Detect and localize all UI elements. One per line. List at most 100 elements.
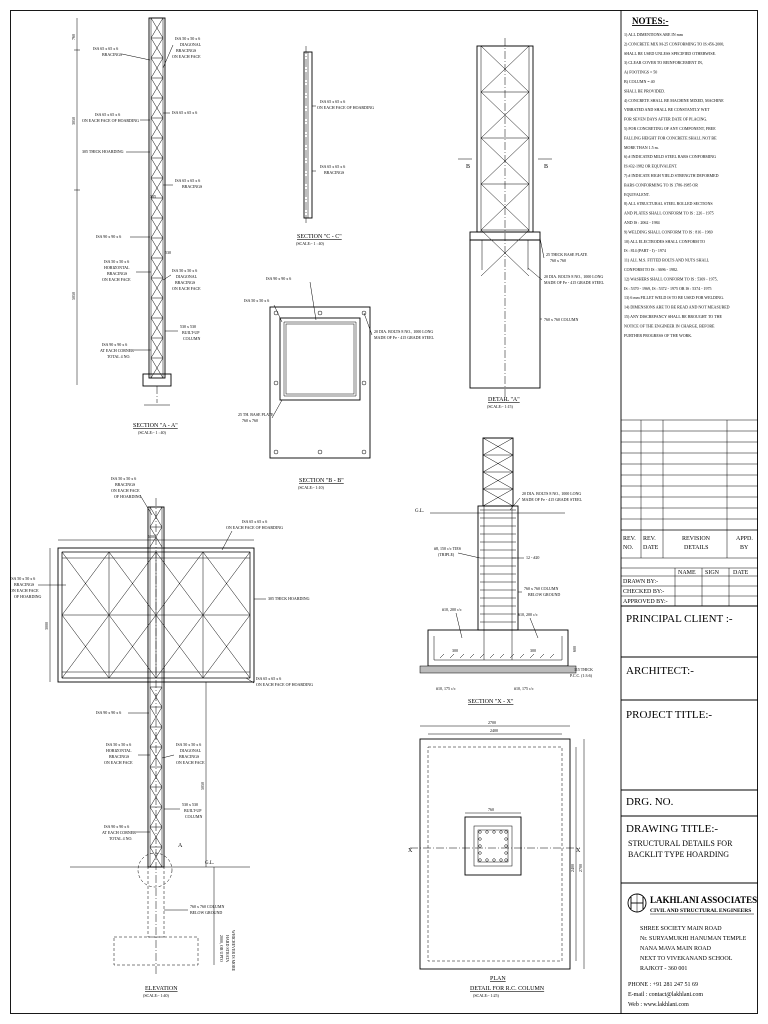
bolt-holes	[273, 310, 367, 455]
rev-date-header: REV.	[643, 536, 656, 542]
svg-text:X: X	[576, 848, 581, 854]
svg-text:ON EACH FACE OF HOARDING: ON EACH FACE OF HOARDING	[82, 118, 139, 123]
principal-client-label: PRINCIPAL CLIENT :-	[626, 613, 733, 625]
note-line: 14) DIMENSIONS ARE TO BE READ AND NOT ME…	[624, 305, 730, 310]
svg-text:115 THICK: 115 THICK	[574, 667, 593, 672]
svg-text:BELOW GROUND: BELOW GROUND	[190, 910, 222, 915]
note-line: 15) ANY DISCREPANCY SHALL BE BROUGHT TO …	[624, 314, 722, 319]
section-bb-scale: (SCALE:- 1:10)	[298, 485, 325, 490]
sign-header: SIGN	[705, 570, 720, 576]
svg-text:BRACINGS: BRACINGS	[176, 48, 196, 53]
note-line: IS:432-1982 OR EQUIVALENT.	[624, 164, 677, 169]
svg-text:HORIZONTAL: HORIZONTAL	[104, 265, 130, 270]
svg-text:B: B	[466, 164, 470, 170]
svg-text:MADE OF Fe - 415 GRADE STEEL: MADE OF Fe - 415 GRADE STEEL	[374, 335, 435, 340]
svg-text:760 x 760: 760 x 760	[242, 418, 258, 423]
svg-text:DATE: DATE	[643, 545, 659, 551]
drawing-canvas: NOTES:- 1) ALL DIMENTIONS ARE IN mm2) CO…	[10, 10, 758, 1014]
note-line: IS : 814 (PART - I) - 1974	[624, 248, 666, 253]
svg-text:ISA 50 x 50 x 6: ISA 50 x 50 x 6	[10, 576, 35, 581]
svg-text:A: A	[178, 843, 183, 849]
detail-a-title: DETAIL "A"	[488, 397, 520, 403]
section-cc-scale: (SCALE:- 1 : 40)	[296, 241, 325, 246]
note-line: 4) CONCRETE SHALL BE MACHINE MIXED, MACH…	[624, 98, 724, 104]
note-line: 7) # INDICATE HIGH YIELD STRENGTH DEFORM…	[624, 173, 719, 178]
svg-text:ISA 50 x 50 x 6: ISA 50 x 50 x 6	[106, 742, 131, 747]
svg-text:ON EACH FACE OF HOARDING: ON EACH FACE OF HOARDING	[226, 525, 283, 530]
svg-text:G.L.: G.L.	[415, 509, 424, 514]
note-line: 13) 6 mm FILLET WELD IS TO BE USED FOR W…	[624, 295, 724, 300]
approved-by-label: APPROVED BY:-	[623, 599, 668, 605]
svg-text:NO.: NO.	[623, 545, 634, 551]
note-line: 8) ALL STRUCTURAL STEEL ROLLED SECTIONS	[624, 201, 713, 206]
drg-no-label: DRG. NO.	[626, 796, 674, 808]
section-aa-scale: (SCALE:- 1 : 40)	[138, 430, 167, 435]
svg-text:2000, OR UPTO: 2000, OR UPTO	[218, 935, 224, 962]
svg-text:ISA 50 x 50 x 6: ISA 50 x 50 x 6	[172, 268, 197, 273]
section-aa-title: SECTION "A - A"	[133, 423, 178, 429]
note-line: B) COLUMN = 40	[624, 79, 655, 84]
section-cc-view: ISA 65 x 65 x 6 ON EACH FACE OF HOARDING…	[296, 46, 374, 246]
firm-address-line: Nr. SURYAMUKHI HANUMAN TEMPLE	[640, 936, 747, 942]
svg-text:BRACINGS: BRACINGS	[115, 482, 135, 487]
svg-text:12 - #20: 12 - #20	[526, 555, 539, 560]
svg-text:B: B	[544, 164, 548, 170]
svg-text:DIAGONAL: DIAGONAL	[180, 42, 202, 47]
svg-text:ISA 65 x 65 x 6: ISA 65 x 65 x 6	[175, 178, 200, 183]
svg-text:300: 300	[452, 648, 458, 653]
svg-text:3050: 3050	[71, 117, 76, 125]
svg-text:760 x 760: 760 x 760	[550, 258, 566, 263]
svg-text:305 THICK HOARDING: 305 THICK HOARDING	[82, 149, 124, 154]
svg-text:20 DIA. BOLTS 8 NO., 1000 LONG: 20 DIA. BOLTS 8 NO., 1000 LONG	[544, 274, 603, 280]
svg-text:TOTAL 4 NO.: TOTAL 4 NO.	[107, 354, 130, 359]
svg-text:ISA 90 x 90 x 6: ISA 90 x 90 x 6	[266, 276, 291, 281]
section-cc-title: SECTION "C - C"	[297, 234, 342, 240]
firm-name: LAKHLANI ASSOCIATES	[650, 895, 757, 905]
svg-text:ON EACH FACE: ON EACH FACE	[10, 588, 39, 593]
svg-text:BRACINGS: BRACINGS	[182, 184, 202, 189]
note-line: FURTHER PROGRESS OF THE WORK.	[624, 333, 692, 338]
svg-text:ON EACH FACE: ON EACH FACE	[176, 760, 205, 765]
elevation-scale: (SCALE:- 1:40)	[143, 993, 170, 998]
svg-text:ISA 65 x 65 x 6: ISA 65 x 65 x 6	[320, 99, 345, 104]
svg-text:BRACINGS: BRACINGS	[14, 582, 34, 587]
svg-text:ISA 50 x 50 x 6: ISA 50 x 50 x 6	[176, 742, 201, 747]
note-line: AND PLATES SHALL CONFORM TO IS : 226 - 1…	[624, 211, 714, 216]
svg-text:X: X	[408, 848, 413, 854]
svg-text:305: 305	[150, 194, 156, 199]
architect-label: ARCHITECT:-	[626, 665, 694, 677]
svg-text:ON EACH FACE OF HOARDING: ON EACH FACE OF HOARDING	[317, 105, 374, 110]
svg-text:5050: 5050	[200, 782, 205, 790]
svg-text:530: 530	[165, 250, 171, 255]
firm-address-line: NANA MAVA MAIN ROAD	[640, 946, 712, 952]
svg-text:ON EACH FACE: ON EACH FACE	[102, 277, 131, 282]
project-title-label: PROJECT TITLE:-	[626, 709, 712, 721]
svg-text:ISA 50 x 50 x 6: ISA 50 x 50 x 6	[175, 36, 200, 41]
svg-text:#10, 175 c/c: #10, 175 c/c	[514, 686, 534, 692]
section-bb-view: ISA 90 x 90 x 6 ISA 50 x 50 x 6 20 DIA. …	[238, 276, 435, 490]
svg-text:300: 300	[530, 648, 536, 653]
note-line: AND IS : 2062 - 1984	[624, 220, 660, 225]
svg-text:ISA 90 x 90 x 6: ISA 90 x 90 x 6	[96, 710, 121, 715]
note-line: SHALL BE USED UNLESS SPECIFIED OTHERWISE…	[624, 51, 716, 56]
note-line: 2) CONCRETE MIX M-25 CONFORMING TO IS:45…	[624, 41, 724, 47]
svg-text:25 TH. BASE PLATE: 25 TH. BASE PLATE	[238, 412, 274, 417]
firm-phone: PHONE : +91 281 247 51 69	[628, 982, 698, 988]
note-line: EQUIVALENT.	[624, 192, 650, 197]
svg-text:ON EACH FACE: ON EACH FACE	[104, 760, 133, 765]
svg-text:ISA 65 x 65 x 6: ISA 65 x 65 x 6	[320, 164, 345, 169]
svg-text:OF HOARDING: OF HOARDING	[114, 494, 142, 499]
svg-text:#10, 200 c/c: #10, 200 c/c	[442, 607, 462, 613]
section-bb-title: SECTION "B - B"	[299, 478, 344, 484]
svg-text:ON EACH FACE: ON EACH FACE	[172, 54, 201, 59]
svg-text:#10, 175 c/c: #10, 175 c/c	[436, 686, 456, 692]
svg-text:20 DIA. BOLTS 8 NO., 1000 LONG: 20 DIA. BOLTS 8 NO., 1000 LONG	[522, 491, 581, 497]
svg-text:ISA 50 x 50 x 6: ISA 50 x 50 x 6	[244, 298, 269, 303]
firm-tagline: CIVIL AND STRUCTURAL ENGINEERS	[650, 908, 751, 914]
note-line: 1) ALL DIMENTIONS ARE IN mm	[624, 32, 684, 37]
svg-text:305 THICK HOARDING: 305 THICK HOARDING	[268, 596, 310, 601]
firm-web: Web : www.lakhlani.com	[628, 1002, 689, 1008]
svg-text:(TRIPLE): (TRIPLE)	[438, 552, 455, 557]
title-block: PRINCIPAL CLIENT :- ARCHITECT:- PROJECT …	[621, 613, 758, 884]
svg-text:3000: 3000	[44, 622, 49, 630]
